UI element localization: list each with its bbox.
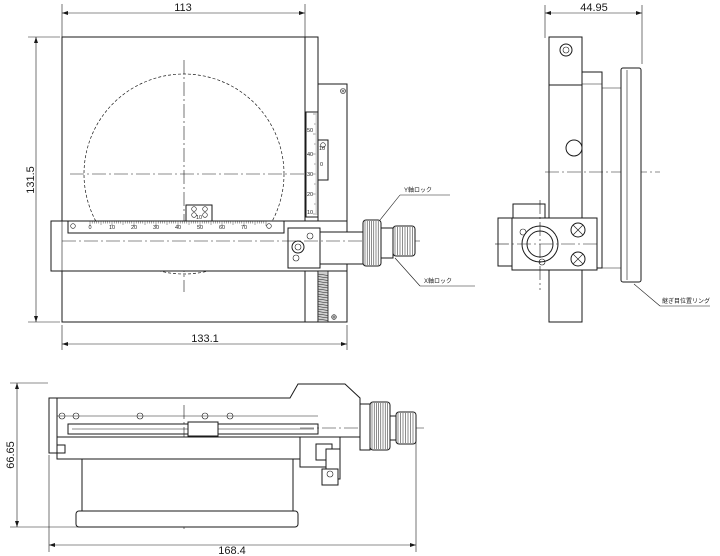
x-scale-tick-70: 70	[241, 225, 247, 231]
y-scale-tick-20: 20	[307, 192, 313, 198]
front-rotary-base	[81, 458, 294, 512]
y-vernier-0: 0	[320, 162, 323, 168]
slider-mark-10: 10	[196, 215, 202, 221]
side-ring	[620, 67, 642, 283]
x-scale-tick-60: 60	[219, 225, 225, 231]
x-scale-tick-30: 30	[153, 225, 159, 231]
x-scale-tick-20: 20	[131, 225, 137, 231]
y-vernier-10: 10	[319, 146, 325, 152]
top-plate	[61, 36, 306, 323]
x-scale-tick-50: 50	[197, 225, 203, 231]
side-bore	[565, 139, 583, 157]
dimension-side-depth: 44.95	[580, 2, 608, 14]
dimension-base-width: 133.1	[191, 333, 219, 345]
top-view: 113 131.5 133.1 50 40 30 20 10	[25, 2, 475, 350]
callout-side-note: 継ぎ目位置リング	[662, 297, 710, 305]
y-scale-tick-10: 10	[307, 210, 313, 216]
dimension-front-height: 66.65	[5, 441, 17, 469]
callout-y-lock: Y軸ロック	[404, 186, 432, 194]
x-scale-tick-40: 40	[175, 225, 181, 231]
dimension-top-width: 113	[174, 2, 192, 14]
y-scale-tick-30: 30	[307, 172, 313, 178]
front-drive-knob	[369, 401, 391, 451]
dimension-total-height: 131.5	[25, 166, 37, 194]
front-view: 66.65 168.4	[5, 382, 425, 556]
x-scale-tick-0: 0	[88, 225, 91, 231]
y-lock-knob	[392, 225, 416, 257]
callout-x-lock: X軸ロック	[424, 277, 452, 285]
dimension-front-width: 168.4	[218, 545, 246, 556]
y-scale-tick-40: 40	[307, 152, 313, 158]
y-scale-tick-50: 50	[307, 128, 313, 134]
x-scale-tick-10: 10	[109, 225, 115, 231]
front-lock-knob	[395, 411, 417, 445]
side-view: 44.95 継ぎ目位置リング	[495, 2, 710, 323]
x-clamp-knob	[291, 240, 305, 254]
